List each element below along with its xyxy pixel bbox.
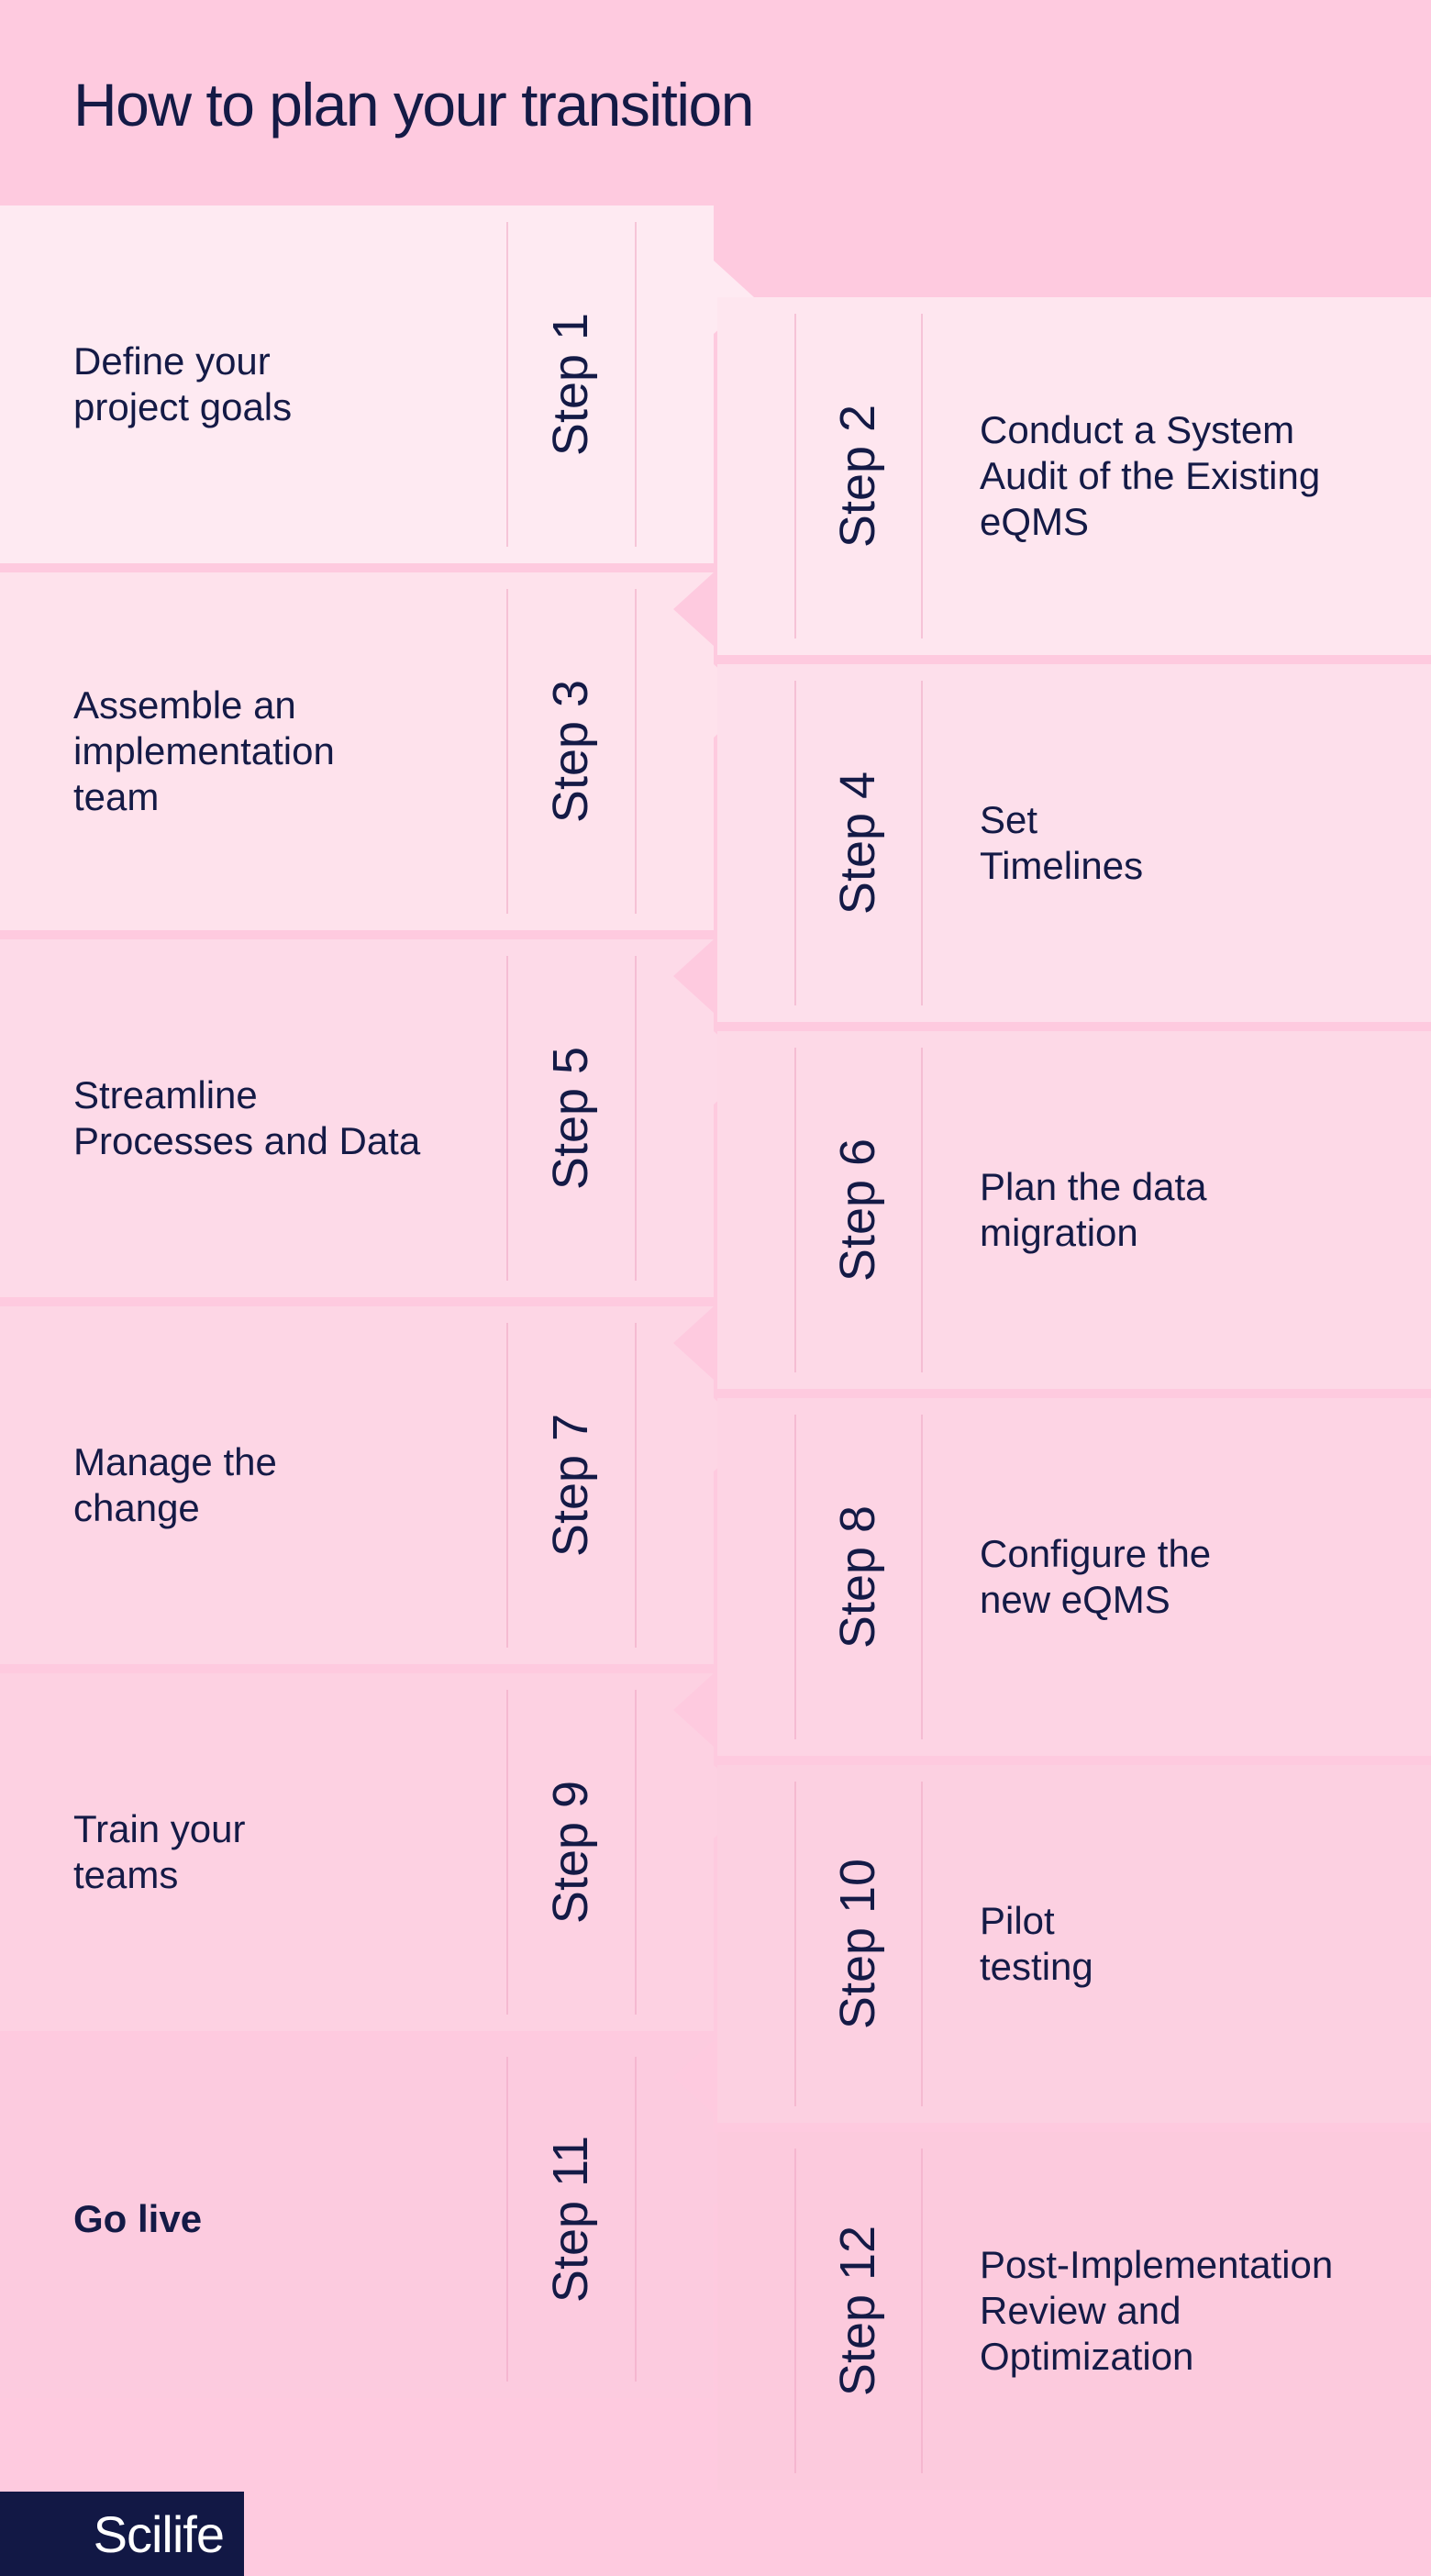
step-card-background bbox=[0, 2040, 754, 2398]
step-description: Go live bbox=[73, 2197, 203, 2240]
step-card-background bbox=[0, 572, 754, 930]
step-description: Manage the change bbox=[73, 1440, 277, 1529]
divider-line bbox=[794, 1782, 796, 2106]
step-label: Step 6 bbox=[830, 1138, 885, 1282]
step-card: Step 7 Manage the change bbox=[0, 1306, 754, 1664]
step-card-shape bbox=[0, 1306, 754, 1664]
step-label: Step 11 bbox=[543, 2135, 598, 2304]
step-card: Step 5 Streamline Processes and Data bbox=[0, 939, 754, 1297]
step-card-shape bbox=[717, 664, 1431, 1022]
step-label: Step 8 bbox=[830, 1505, 885, 1649]
step-card-shape bbox=[717, 1398, 1431, 1756]
divider-line bbox=[921, 1048, 923, 1372]
divider-line bbox=[506, 1323, 508, 1648]
step-card: Step 10 Pilot testing bbox=[717, 1765, 1431, 2123]
divider-line bbox=[506, 956, 508, 1281]
step-description: Streamline Processes and Data bbox=[73, 1073, 421, 1162]
divider-line bbox=[506, 222, 508, 547]
divider-line bbox=[635, 222, 637, 547]
step-label: Step 9 bbox=[543, 1780, 598, 1925]
step-card-background bbox=[0, 1673, 754, 2031]
step-label: Step 1 bbox=[543, 312, 598, 457]
divider-line bbox=[506, 1690, 508, 2015]
step-card: Step 8 Configure the new eQMS bbox=[717, 1398, 1431, 1756]
step-label: Step 7 bbox=[543, 1413, 598, 1558]
divider-line bbox=[506, 589, 508, 914]
divider-line bbox=[921, 681, 923, 1005]
step-card-shape bbox=[0, 205, 754, 563]
divider-line bbox=[635, 589, 637, 914]
step-card-shape bbox=[0, 572, 754, 930]
divider-line bbox=[506, 2057, 508, 2382]
step-description: Assemble an implementation team bbox=[73, 683, 335, 818]
step-card: Step 12 Post-Implementation Review and Op… bbox=[717, 2132, 1431, 2490]
step-card-shape bbox=[0, 939, 754, 1297]
divider-line bbox=[794, 1415, 796, 1739]
step-description: Plan the data migration bbox=[980, 1165, 1207, 1254]
step-description: Define your project goals bbox=[73, 339, 293, 428]
page-title: How to plan your transition bbox=[73, 71, 754, 139]
step-label: Step 10 bbox=[830, 1858, 885, 2030]
step-card: Step 4 Set Timelines bbox=[717, 664, 1431, 1022]
step-card-background bbox=[717, 297, 1431, 655]
step-card-background bbox=[717, 1765, 1431, 2123]
step-card: Step 2 Conduct a System Audit of the Exis… bbox=[717, 297, 1431, 655]
divider-line bbox=[635, 1323, 637, 1648]
step-card-background bbox=[0, 205, 754, 563]
step-description: Post-Implementation Review and Optimizat… bbox=[980, 2243, 1334, 2378]
step-card: Step 11 Go live bbox=[0, 2040, 754, 2398]
step-description: Train your teams bbox=[73, 1807, 246, 1896]
brand-logo: Scilife bbox=[0, 2492, 244, 2576]
step-description: Conduct a System Audit of the Existing e… bbox=[980, 408, 1321, 543]
step-card-background bbox=[717, 1031, 1431, 1389]
step-card-shape bbox=[717, 1031, 1431, 1389]
step-card-shape bbox=[717, 1765, 1431, 2123]
step-label: Step 3 bbox=[543, 679, 598, 824]
divider-line bbox=[921, 314, 923, 638]
step-description: Configure the new eQMS bbox=[980, 1532, 1212, 1621]
divider-line bbox=[794, 2149, 796, 2473]
step-label: Step 5 bbox=[543, 1046, 598, 1191]
divider-line bbox=[921, 1782, 923, 2106]
step-card-background bbox=[717, 1398, 1431, 1756]
step-card-shape bbox=[0, 2040, 754, 2398]
step-card-shape bbox=[717, 2132, 1431, 2490]
divider-line bbox=[635, 1690, 637, 2015]
step-card: Step 1 Define your project goals bbox=[0, 205, 754, 563]
step-card-background bbox=[717, 2132, 1431, 2490]
step-card-shape bbox=[717, 297, 1431, 655]
logo-text: Scilife bbox=[93, 2504, 225, 2563]
divider-line bbox=[921, 1415, 923, 1739]
step-card: Step 6 Plan the data migration bbox=[717, 1031, 1431, 1389]
step-card-background bbox=[717, 664, 1431, 1022]
step-label: Step 2 bbox=[830, 404, 885, 549]
divider-line bbox=[921, 2149, 923, 2473]
step-label: Step 4 bbox=[830, 771, 885, 916]
step-card-background bbox=[0, 1306, 754, 1664]
step-card-background bbox=[0, 939, 754, 1297]
step-card: Step 3 Assemble an implementation team bbox=[0, 572, 754, 930]
step-card-shape bbox=[0, 1673, 754, 2031]
divider-line bbox=[794, 314, 796, 638]
step-description: Set Timelines bbox=[980, 798, 1144, 887]
divider-line bbox=[794, 681, 796, 1005]
step-description: Pilot testing bbox=[980, 1899, 1093, 1988]
step-label: Step 12 bbox=[830, 2225, 885, 2397]
step-card: Step 9 Train your teams bbox=[0, 1673, 754, 2031]
divider-line bbox=[635, 2057, 637, 2382]
divider-line bbox=[794, 1048, 796, 1372]
divider-line bbox=[635, 956, 637, 1281]
